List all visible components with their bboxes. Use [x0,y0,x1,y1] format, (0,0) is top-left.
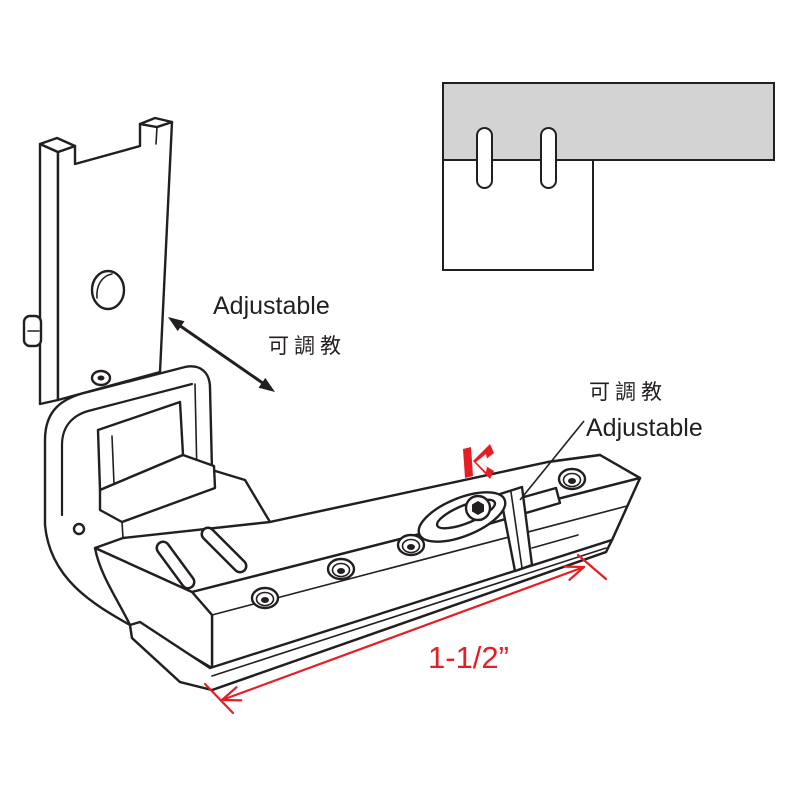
logo-notch [476,454,487,472]
screw-hole [326,557,356,581]
foot-body [43,365,642,692]
dimension-value: 1-1/2” [428,640,509,675]
dimension-arrow-left [220,686,243,702]
bar-bevel-edge [211,505,628,616]
screw-hole-center [337,568,345,574]
slot-detail-inset [442,82,775,271]
guide-adjust-label-zh: 可調教 [589,380,667,404]
inset-white-plate [442,159,594,271]
hex-socket-icon [472,501,484,515]
screw-hole [557,467,587,491]
dimension-arrow-right [563,565,586,581]
inset-slot-right [540,127,557,189]
shank-adjust-label-en: Adjustable [213,292,330,320]
dimension-line [220,565,586,702]
loop-base-block [98,453,217,524]
loop-opening-depth [111,435,115,485]
shank-adjust-label-zh: 可調教 [268,334,346,358]
screw-hole [396,533,426,557]
inset-slot-left [476,127,493,189]
shank-mount-hole [90,269,126,311]
sliding-guide [417,485,579,573]
length-dimension: 1-1/2” [203,553,608,715]
shank-hole-depth [96,273,113,299]
screw-hole-thread [331,562,351,578]
screw-hole-center [261,597,269,603]
bar-left-end [93,546,214,670]
double-arrow-head-start [168,317,185,332]
shank-plate [22,116,174,406]
shank-side-face [38,142,60,406]
loop-rivet [72,522,86,536]
shank-left-ear-top [38,136,77,154]
shank-front-face [56,120,174,402]
guide-clip-edge [510,491,523,569]
double-arrow-head-end [258,377,275,392]
brand-logo [463,444,494,479]
screw-hole-thread [562,472,582,488]
inset-gray-bar [442,82,775,161]
platform-slot-2 [203,529,245,571]
double-arrow-line [175,321,268,388]
guide-blade-edge [531,534,579,549]
loop-base-edge [121,521,124,539]
logo-bar [463,447,473,478]
shank-right-ear-top [138,116,174,129]
platform-slot-1 [158,543,193,587]
loop-inner-contour [60,382,194,517]
logo-wedge [473,444,494,479]
callout-leader-line [519,420,585,501]
screw-hole-center [568,478,576,484]
shank-adjust-indicator: Adjustable 可調教 [168,292,346,392]
screw-hole-thread [401,538,421,554]
dimension-extension-right [576,553,608,581]
dimension-extension-left [203,682,235,715]
screw-hole [250,586,280,610]
shank-ear-edge [155,126,158,145]
guide-adjust-callout: 可調教 Adjustable [519,380,703,501]
foot-sole [128,538,614,692]
screw-hole-thread [255,591,275,607]
guide-adjust-label-en: Adjustable [586,414,703,442]
sole-inner-edge [211,547,607,677]
screw-hole-center [407,544,415,550]
shank-lower-screw-center [97,375,105,381]
